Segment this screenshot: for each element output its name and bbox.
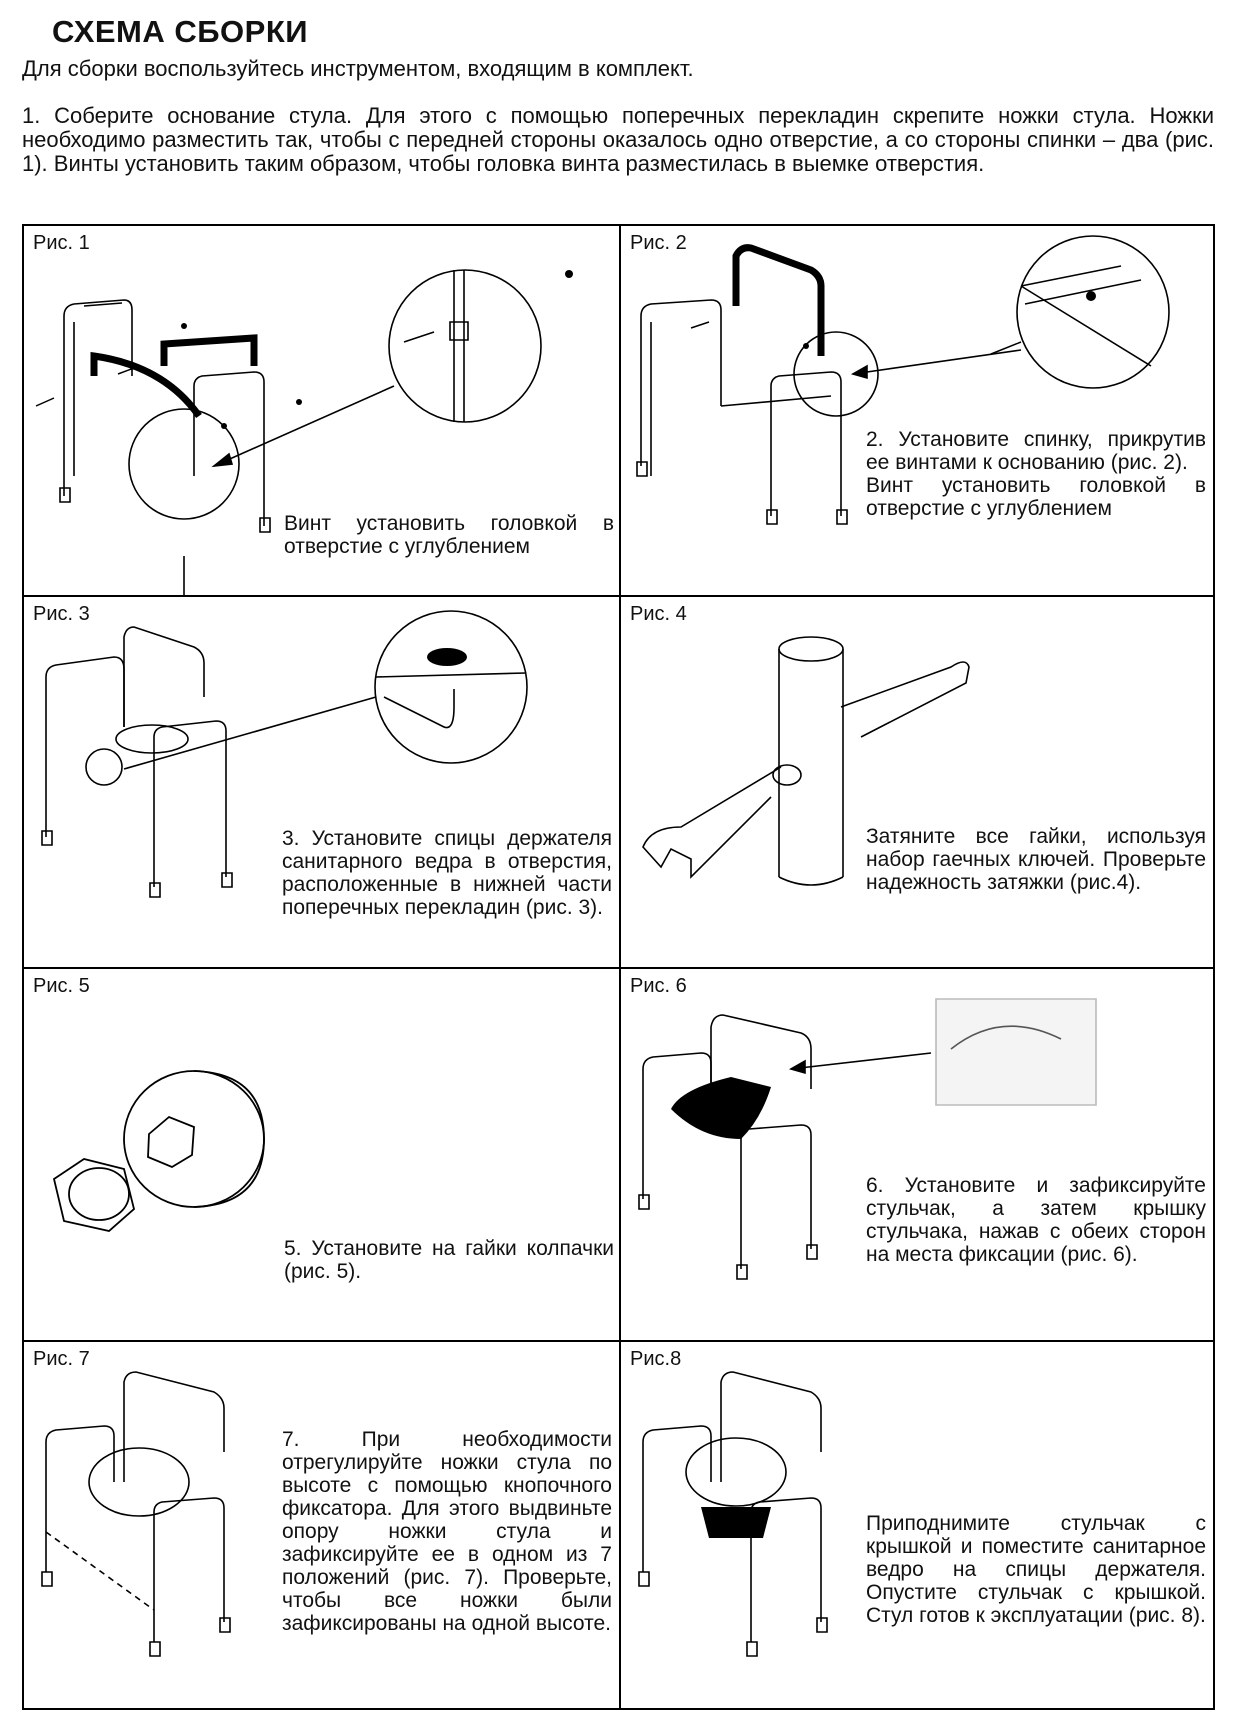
- nut-cap-icon: [24, 969, 621, 1342]
- intro-paragraph: 1. Соберите основание стула. Для этого с…: [22, 103, 1214, 176]
- panel-fig6: Рис. 6 6. Установите и зафиксируйте стул…: [621, 969, 1213, 1342]
- page-title: СХЕМА СБОРКИ: [52, 14, 309, 49]
- figure-caption: 7. При необходимости отрегулируйте ножки…: [282, 1428, 612, 1635]
- figure-caption: Затяните все гайки, используя набор гаеч…: [866, 825, 1206, 894]
- chair-frame-assembly-icon: [24, 226, 573, 597]
- panel-fig3: Рис. 3 3. Установите спицы держателя сан…: [24, 597, 621, 969]
- leg-height-icon: [24, 1342, 621, 1708]
- bucket-holder-icon: [24, 597, 621, 969]
- figure-caption: 3. Установите спицы держателя санитарног…: [282, 827, 612, 919]
- figure-caption: 6. Установите и зафиксируйте стульчак, а…: [866, 1174, 1206, 1266]
- panel-fig4: Рис. 4 Затяните все гайки, используя наб…: [621, 597, 1213, 969]
- panel-fig7: Рис. 7 7. При необходимости отрегулируйт…: [24, 1342, 621, 1708]
- figure-label: Рис. 3: [33, 603, 90, 625]
- seat-install-icon: [621, 969, 1213, 1342]
- chair-backrest-icon: [621, 226, 1213, 597]
- figure-caption: Винт установить головкой в отверстие с у…: [284, 512, 614, 558]
- figure-label: Рис.8: [630, 1348, 682, 1370]
- figure-caption: 2. Установите спинку, прикрутив ее винта…: [866, 428, 1206, 520]
- figure-label: Рис. 6: [630, 975, 687, 997]
- panel-fig1: Рис. 1 Винт установить головкой в отверс…: [24, 226, 621, 597]
- figure-label: Рис. 1: [33, 232, 90, 254]
- panel-fig5: Рис. 5 5. Установите на гайки колпачки (…: [24, 969, 621, 1342]
- panel-fig2: Рис. 2 2. Установите спинку, прикрутив е…: [621, 226, 1213, 597]
- figure-label: Рис. 7: [33, 1348, 90, 1370]
- figure-caption: 5. Установите на гайки колпачки (рис. 5)…: [284, 1237, 614, 1283]
- page-subtitle: Для сборки воспользуйтесь инструментом, …: [22, 56, 694, 81]
- wrench-tube-icon: [621, 597, 1213, 969]
- chair-bucket-icon: [621, 1342, 1213, 1708]
- figure-label: Рис. 2: [630, 232, 687, 254]
- figure-label: Рис. 4: [630, 603, 687, 625]
- figure-caption: Приподнимите стульчак с крышкой и помест…: [866, 1512, 1206, 1627]
- panel-fig8: Рис.8 Приподнимите стульчак с крышкой и …: [621, 1342, 1213, 1708]
- figure-label: Рис. 5: [33, 975, 90, 997]
- figure-grid: Рис. 1 Винт установить головкой в отверс…: [22, 224, 1215, 1710]
